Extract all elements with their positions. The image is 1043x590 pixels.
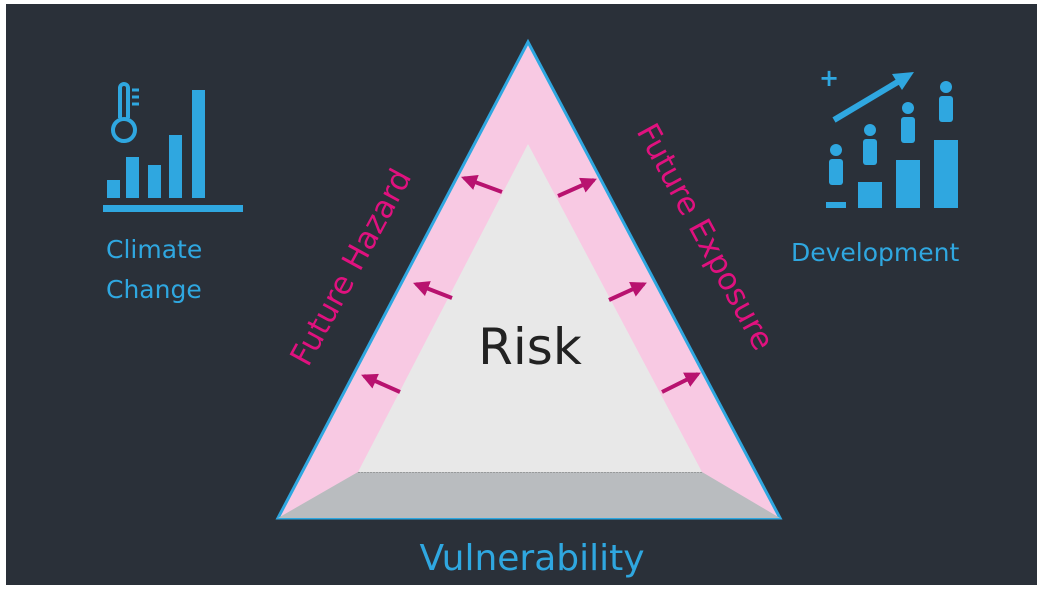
- inner-triangle: [358, 144, 702, 472]
- bar-chart-icon: [103, 90, 243, 212]
- risk-triangle-diagram: Future Hazard Future Exposure Risk Vulne…: [103, 38, 959, 579]
- climate-label-line1: Climate: [106, 235, 202, 264]
- development-icon-group: + Development: [791, 64, 959, 267]
- climate-label-line2: Change: [106, 275, 202, 304]
- thermometer-icon: [111, 82, 139, 143]
- vulnerability-base: [278, 472, 780, 518]
- diagram-slide: Future Hazard Future Exposure Risk Vulne…: [6, 4, 1037, 585]
- population-growth-icon: +: [819, 64, 958, 208]
- climate-change-icon-group: Climate Change: [103, 82, 243, 304]
- hazard-arrows: [361, 174, 503, 394]
- exposure-arrows: [557, 177, 701, 394]
- vulnerability-label: Vulnerability: [419, 538, 644, 579]
- plus-sign: +: [819, 64, 839, 92]
- risk-label: Risk: [478, 318, 582, 376]
- development-label: Development: [791, 238, 959, 267]
